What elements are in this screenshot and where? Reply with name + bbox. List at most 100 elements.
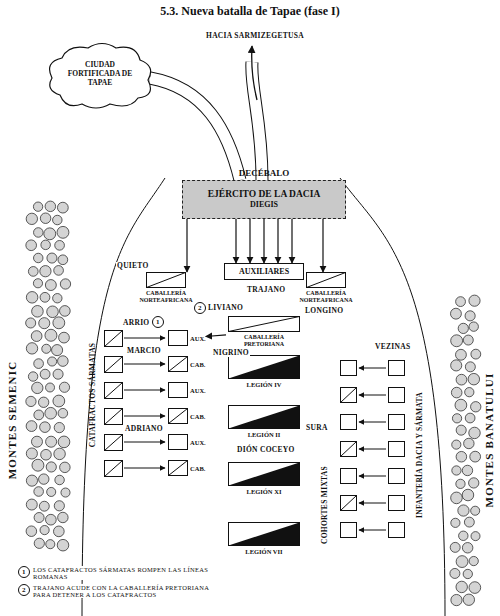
map-label: NIGRINO: [212, 349, 250, 357]
tree: [40, 213, 50, 223]
attack-arrow: [359, 368, 386, 369]
map-label: CATAFRACTOS SÁRMATAS: [89, 342, 97, 449]
unit-frame: [105, 409, 123, 425]
unit-name: LEGIÓN IV: [247, 381, 282, 388]
tree: [26, 396, 36, 406]
tree: [26, 526, 37, 537]
tree: [463, 569, 472, 578]
tree: [53, 395, 65, 407]
cavalry-mark: [105, 331, 123, 347]
map-label: DIÓN COCEYO: [236, 446, 296, 454]
attack-arrow: [124, 364, 165, 365]
unit-frame: [169, 435, 188, 450]
tree: [462, 543, 472, 553]
valley-edge: [340, 178, 445, 616]
tree: [58, 512, 68, 522]
tree: [451, 518, 460, 527]
unit-frame: [229, 356, 300, 379]
attack-arrow: [359, 422, 386, 423]
tree: [469, 322, 478, 331]
tree: [470, 451, 481, 462]
attack-arrow: [359, 395, 386, 396]
tree: [60, 462, 71, 473]
tree: [471, 506, 480, 515]
tree: [26, 343, 37, 354]
tree: [55, 240, 65, 250]
tree: [38, 397, 48, 407]
tree: [41, 449, 52, 460]
attack-arrow: [124, 338, 165, 339]
map-label: MARCIO: [126, 347, 162, 355]
unit-frame: [169, 383, 188, 398]
unit-name: CAB.: [190, 413, 205, 420]
tree: [58, 436, 70, 448]
legion-symbol: LEGIÓN XI: [228, 462, 300, 495]
map-label: ARRIO: [122, 319, 151, 327]
tree: [26, 448, 37, 459]
cavalry-mark: [105, 461, 123, 477]
tree: [456, 451, 467, 462]
tree: [59, 332, 70, 343]
cavalry-mark: [169, 357, 188, 372]
tree: [26, 240, 37, 251]
unit-frame: [229, 317, 300, 332]
unit-symbol: [168, 460, 188, 476]
tree: [58, 356, 69, 367]
unit-frame: [341, 523, 357, 538]
legion-symbol: LEGIÓN II: [228, 405, 300, 438]
tree: [47, 253, 57, 263]
cavalry-mark: [105, 357, 123, 373]
tree: [48, 357, 57, 366]
tree: [45, 280, 56, 291]
legion-mark: [229, 523, 300, 546]
tree: [456, 479, 465, 488]
unit-symbol: [228, 462, 300, 486]
tree: [452, 414, 461, 423]
attack-arrow: [359, 476, 386, 477]
note-text: LOS CATAFRACTOS SÁRMATAS ROMPEN LAS LÍNE…: [32, 566, 224, 580]
unit-symbol: [228, 522, 300, 546]
unit-frame: [169, 331, 188, 346]
valley-edge: [82, 178, 165, 616]
cavalry-mark: [169, 409, 188, 424]
tree: [469, 556, 478, 565]
tree: [462, 489, 474, 501]
tree: [44, 228, 56, 240]
tree: [40, 422, 51, 433]
roman-unit: CAB.: [168, 460, 205, 476]
attack-arrow: [359, 530, 386, 531]
unit-frame: [341, 469, 357, 484]
unit-name: CABALLERÍA NORTEAFRICANA: [139, 290, 192, 304]
tree: [58, 408, 68, 418]
unit-frame: [389, 388, 405, 403]
tree: [58, 255, 68, 265]
unit-frame: [229, 406, 300, 429]
unit-symbol: [168, 356, 188, 372]
map-label: SURA: [305, 424, 329, 432]
tree: [53, 317, 65, 329]
tree: [57, 539, 69, 551]
cavalry-mark: [105, 383, 123, 399]
dacian-army: DECÉBALOEJÉRCITO DE LA DACIADIEGIS: [182, 168, 346, 219]
legion-mark: [229, 356, 300, 379]
tree: [26, 318, 36, 328]
cavalry-mark: [341, 442, 357, 457]
unit-frame: [147, 273, 186, 288]
roman-unit: AUX.: [168, 382, 206, 398]
unit-name: AUX.: [190, 439, 206, 446]
cavalry-mark: [169, 461, 188, 476]
unit-frame: [105, 461, 123, 477]
tree: [26, 475, 37, 486]
tree: [40, 525, 49, 534]
tree: [456, 374, 467, 385]
tree: [47, 487, 56, 496]
tree: [458, 505, 469, 516]
tree: [26, 421, 37, 432]
tree: [465, 388, 474, 397]
tree: [39, 501, 49, 511]
tree: [32, 382, 43, 393]
tree: [39, 474, 49, 484]
tree: [40, 266, 51, 277]
tree: [459, 531, 468, 540]
commander-name: DIEGIS: [187, 200, 341, 210]
